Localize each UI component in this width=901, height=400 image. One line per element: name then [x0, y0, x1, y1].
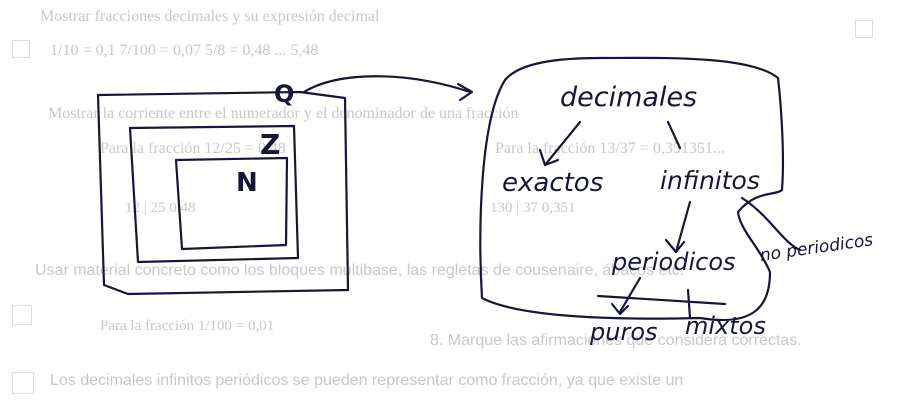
printed-line-1-examples: 1/10 = 0,1 7/100 = 0,07 5/8 = 0,48 ... 5…	[50, 42, 319, 59]
arrow-to-mixtos	[686, 288, 692, 320]
arrow-to-no-periodicos	[740, 196, 802, 252]
checkbox-top-left	[12, 40, 30, 58]
checkbox-bottom-left	[12, 372, 34, 394]
label-periodicos: periodicos	[612, 248, 736, 276]
printed-line-3-right: Para la fracción 13/37 = 0,351351...	[495, 140, 725, 157]
arrow-to-infinitos	[666, 120, 682, 150]
arrow-to-exactos	[543, 120, 582, 167]
printed-line-7: Los decimales infinitos periódicos se pu…	[50, 372, 684, 389]
printed-line-6-right: 8. Marque las afirmaciones que considera…	[430, 332, 802, 349]
printed-line-6-left: Para la fracción 1/100 = 0,01	[100, 318, 275, 334]
arrow-q-to-decimals	[302, 75, 472, 94]
label-infinitos: infinitos	[660, 166, 760, 195]
label-n: N	[236, 168, 258, 198]
set-z-outline	[128, 124, 300, 264]
arrow-to-puros	[618, 276, 642, 314]
printed-line-2: Mostrar la corriente entre el numerador …	[48, 105, 519, 122]
checkbox-mid-left	[12, 305, 32, 325]
printed-line-5: Usar material concreto como los bloques …	[35, 262, 685, 279]
arrow-to-periodicos	[674, 200, 692, 254]
label-mixtos: mixtos	[685, 312, 766, 340]
label-decimales: decimales	[560, 82, 698, 113]
checkbox-top-right	[855, 20, 873, 38]
underline-periodicos	[596, 294, 727, 306]
set-n-outline	[174, 156, 289, 251]
label-puros: puros	[590, 318, 658, 346]
decimals-region-outline	[479, 56, 785, 322]
printed-line-3-left: Para la fracción 12/25 = 0,48	[100, 140, 286, 157]
printed-line-4-right: 130 | 37 0,351	[490, 200, 576, 216]
label-z: Z	[260, 128, 281, 161]
label-exactos: exactos	[502, 168, 604, 198]
label-q: Q	[274, 80, 295, 108]
printed-line-1: Mostrar fracciones decimales y su expres…	[40, 8, 380, 25]
set-q-outline	[96, 90, 350, 296]
